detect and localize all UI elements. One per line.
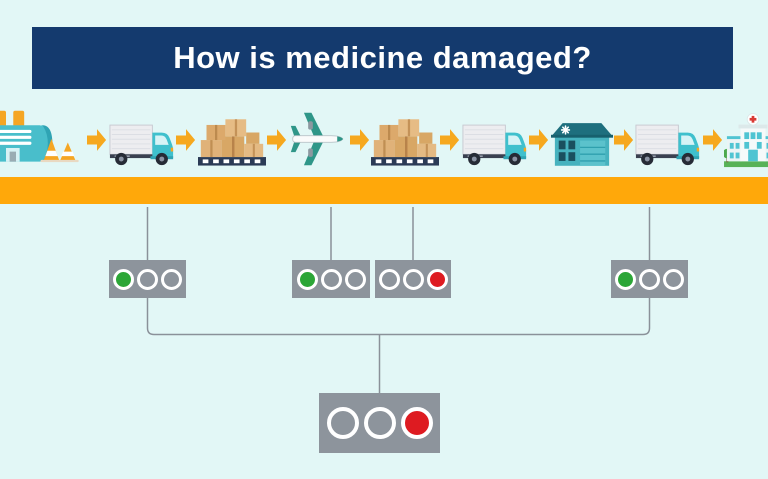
light-off xyxy=(344,268,366,290)
arrow-right-icon xyxy=(529,128,549,152)
light-green xyxy=(615,268,636,290)
arrow-right-icon xyxy=(266,128,287,152)
step-boxes-1 xyxy=(197,115,266,167)
indicator-panel-4 xyxy=(611,260,688,298)
indicator-panel-3 xyxy=(375,260,451,298)
step-factory xyxy=(0,107,86,169)
light-green xyxy=(296,268,318,290)
arrow-right-icon xyxy=(87,128,107,152)
page-title: How is medicine damaged? xyxy=(173,40,592,75)
light-off xyxy=(320,268,342,290)
arrow-right-icon xyxy=(613,128,634,152)
arrow-right-icon xyxy=(176,128,196,152)
light-off xyxy=(161,268,182,290)
light-red xyxy=(426,268,448,290)
arrow-right-icon xyxy=(349,128,370,152)
step-warehouse xyxy=(550,121,613,166)
light-off xyxy=(663,268,684,290)
bracket-line xyxy=(146,298,651,336)
arrow-right-icon xyxy=(440,128,460,152)
arrow-right-icon xyxy=(702,128,723,152)
step-boxes-2 xyxy=(371,115,439,167)
step-truck-2 xyxy=(462,119,528,167)
timeline-bar xyxy=(0,177,768,204)
supply-chain xyxy=(0,104,768,172)
step-airplane xyxy=(288,107,348,171)
indicator-panel-1 xyxy=(109,260,186,298)
light-off xyxy=(137,268,158,290)
indicator-panel-summary xyxy=(319,393,440,453)
light-off xyxy=(326,407,359,439)
step-truck-1 xyxy=(109,119,175,167)
light-off xyxy=(378,268,400,290)
light-off xyxy=(639,268,660,290)
step-truck-3 xyxy=(635,119,701,167)
light-off xyxy=(363,407,396,439)
title-banner: How is medicine damaged? xyxy=(32,27,733,89)
light-red xyxy=(400,407,433,439)
indicator-panel-2 xyxy=(292,260,370,298)
step-hospital xyxy=(724,113,768,169)
light-off xyxy=(402,268,424,290)
light-green xyxy=(113,268,134,290)
